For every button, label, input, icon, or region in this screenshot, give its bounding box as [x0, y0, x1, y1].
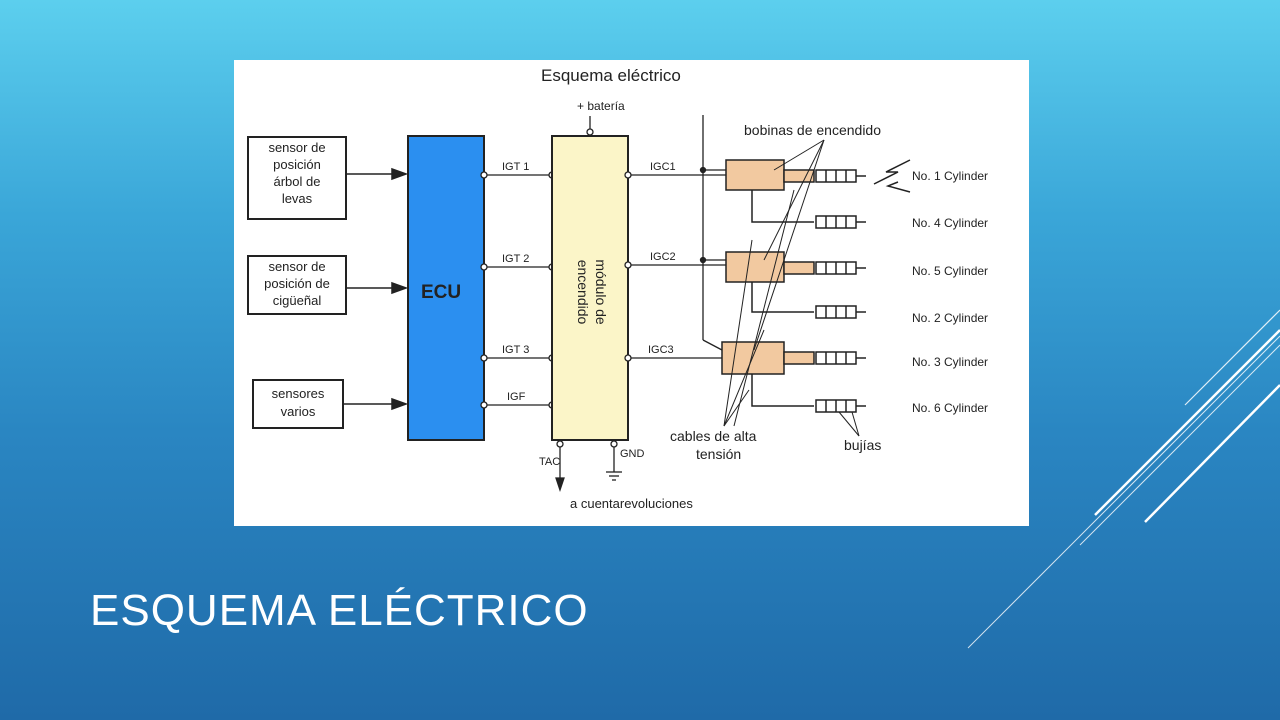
cylinder-label-1: No. 1 Cylinder — [912, 169, 988, 183]
cylinder-label-6: No. 6 Cylinder — [912, 401, 988, 415]
ignition-coils — [721, 159, 815, 375]
spark-icon — [873, 159, 911, 193]
sensor-2-line-2: posición de — [264, 276, 330, 291]
cylinder-label-5: No. 5 Cylinder — [912, 264, 988, 278]
signal-igc2: IGC2 — [650, 251, 676, 263]
signal-igt1: IGT 1 — [502, 161, 529, 173]
cables-label-line-1: cables de alta — [670, 428, 757, 444]
ignition-schematic: Esquema eléctrico sensor de posición árb… — [247, 66, 988, 511]
sensor-box-crankshaft: sensor de posición de cigüeñal — [247, 255, 347, 315]
ecu-module-lines — [480, 171, 556, 409]
gnd-label: GND — [620, 448, 645, 460]
sensor-2-line-1: sensor de — [268, 259, 325, 274]
sensor-1-line-1: sensor de — [268, 140, 325, 155]
tac-gnd-lines — [555, 440, 622, 493]
slide-title: ESQUEMA ELÉCTRICO — [90, 586, 589, 635]
sensor-arrows — [343, 167, 409, 411]
signal-igc3: IGC3 — [648, 344, 674, 356]
spark-plugs — [815, 169, 866, 413]
signal-igt3: IGT 3 — [502, 344, 529, 356]
module-label-line-2: encendido — [575, 260, 591, 325]
plugs-callout-lines — [838, 411, 860, 437]
sensor-2-line-3: cigüeñal — [273, 293, 322, 308]
tac-label: TAC — [539, 456, 560, 468]
ignition-module-block: módulo de encendido — [551, 135, 629, 441]
sensor-box-various: sensores varios — [252, 379, 344, 429]
diagram-image: Esquema eléctrico sensor de posición árb… — [234, 60, 1029, 526]
cylinder-label-3: No. 3 Cylinder — [912, 355, 988, 369]
battery-label: + batería — [577, 99, 625, 113]
coils-callout-lines — [753, 139, 825, 351]
spark-plug-cables — [751, 190, 814, 407]
plugs-label: bujías — [844, 437, 881, 453]
sensor-1-line-3: árbol de — [274, 174, 321, 189]
coils-label: bobinas de encendido — [744, 122, 881, 138]
cables-label-line-2: tensión — [696, 446, 741, 462]
ecu-label: ECU — [421, 282, 461, 303]
cables-callout-lines — [723, 189, 795, 427]
signal-igt2: IGT 2 — [502, 253, 529, 265]
sensor-3-line-1: sensores — [272, 386, 325, 401]
sensor-box-camshaft: sensor de posición árbol de levas — [247, 136, 347, 220]
module-label-line-1: módulo de — [593, 259, 609, 325]
sensor-1-line-2: posición — [273, 157, 321, 172]
signal-igc1: IGC1 — [650, 161, 676, 173]
module-coil-lines — [624, 115, 726, 362]
cylinder-label-4: No. 4 Cylinder — [912, 216, 988, 230]
sensor-3-line-2: varios — [281, 404, 316, 419]
tachometer-label: a cuentarevoluciones — [570, 496, 693, 511]
diagram-title: Esquema eléctrico — [541, 66, 681, 85]
ecu-block: ECU — [407, 135, 485, 441]
sensor-1-line-4: levas — [282, 191, 313, 206]
cylinder-label-2: No. 2 Cylinder — [912, 311, 988, 325]
signal-igf: IGF — [507, 391, 526, 403]
